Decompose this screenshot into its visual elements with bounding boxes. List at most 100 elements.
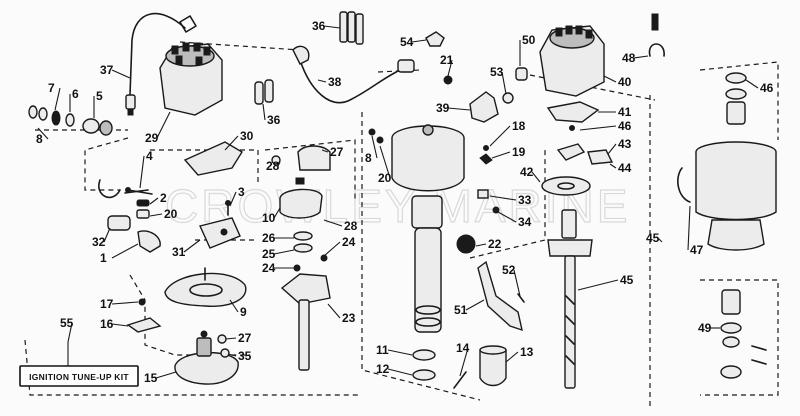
part-50-53 [502,67,528,104]
callout-38: 38 [328,75,342,89]
leader-line-21 [447,59,453,77]
leader-line-20 [379,145,391,179]
leader-line-2 [149,197,159,205]
callout-54: 54 [400,35,414,49]
callout-2: 2 [160,191,167,205]
callout-21: 21 [440,53,454,67]
callout-16: 16 [100,317,114,331]
callout-18: 18 [512,119,526,133]
leader-line-39 [447,107,471,111]
part-28-rotor [271,145,331,171]
leader-line-8 [37,127,49,140]
part-41-rotor [546,101,600,123]
callout-4: 4 [146,149,153,163]
part-37-coil-wire [125,12,197,116]
part-17-screw [138,298,146,306]
callout-49: 49 [698,321,712,335]
callout-9: 9 [240,305,247,319]
leader-line-46 [745,79,759,89]
leader-line-38 [317,79,327,83]
leader-line-28 [323,219,343,227]
part-29-distributor-cap [159,42,223,116]
part-4-screw [125,187,153,195]
leader-line-25 [273,249,295,255]
callout-13: 13 [520,345,534,359]
callout-48: 48 [622,51,636,65]
leader-line-1 [111,243,139,259]
leader-line-40 [603,75,617,83]
part-3-screw [225,200,231,216]
part-23-shaft [280,273,331,371]
callout-44: 44 [618,161,632,175]
part-18-19-screws [479,145,493,165]
callout-30: 30 [240,129,254,143]
part-10-weight-base [279,177,323,219]
part-38-plug-wire [292,45,415,104]
part-9-breaker-plate [164,267,247,307]
callout-40: 40 [618,75,632,89]
callout-20: 20 [378,171,392,185]
callout-29: 29 [145,131,159,145]
part-49-stack [720,289,767,379]
callout-53: 53 [490,65,504,79]
part-8-20-screws [368,128,384,144]
leader-line-8 [371,135,378,159]
part-housing [391,124,465,333]
part-42-plate [541,176,591,196]
leader-line-46 [579,125,617,131]
part-14-pin [453,371,467,389]
part-31-points [199,217,241,249]
part-1-clip [137,230,161,253]
callout-39: 39 [436,101,450,115]
callout-10: 10 [262,211,276,225]
leader-line-24 [323,241,341,257]
callout-24: 24 [262,261,276,275]
part-45-shaft [547,209,593,389]
leader-line-12 [387,368,413,376]
part-16-clip [126,317,162,333]
leader-line-20 [149,213,163,217]
leader-line-37 [111,69,131,79]
leader-line-28 [277,161,281,167]
parts-5-6-7-8-washers [28,105,113,136]
leader-line-10 [273,207,281,219]
callout-43: 43 [618,137,632,151]
leader-line-27 [225,337,237,340]
part-39-clamp [469,91,499,123]
callout-36: 36 [267,113,281,127]
callout-15: 15 [144,371,158,385]
leader-line-36 [323,25,341,29]
leader-line-30 [224,135,239,151]
callout-8: 8 [365,151,372,165]
callout-41: 41 [618,105,632,119]
leader-line-27 [321,149,329,153]
leader-line-48 [633,55,649,59]
part-33-34-clips [477,189,500,214]
leader-line-7 [54,87,61,111]
leader-line-35 [227,353,237,357]
leader-line-14 [459,347,469,377]
callout-12: 12 [376,362,390,376]
part-11-12-washers [412,349,436,381]
kit-label: IGNITION TUNE-UP KIT [29,372,129,382]
callout-27: 27 [330,145,344,159]
callout-3: 3 [238,185,245,199]
part-22-gear [456,234,476,254]
part-47-housing-right [677,141,777,251]
callout-25: 25 [262,247,276,261]
leader-line-18 [489,125,511,147]
leader-line-54 [411,39,427,43]
callout-28: 28 [266,159,280,173]
leader-line-17 [111,301,139,305]
leader-line-33 [489,195,517,201]
leader-line-11 [387,349,413,356]
callout-32: 32 [92,235,106,249]
callout-31: 31 [172,245,186,259]
leader-line-31 [183,239,201,253]
callout-36: 36 [312,19,326,33]
leader-line-44 [609,163,617,169]
part-40-distributor-cap [539,25,605,97]
